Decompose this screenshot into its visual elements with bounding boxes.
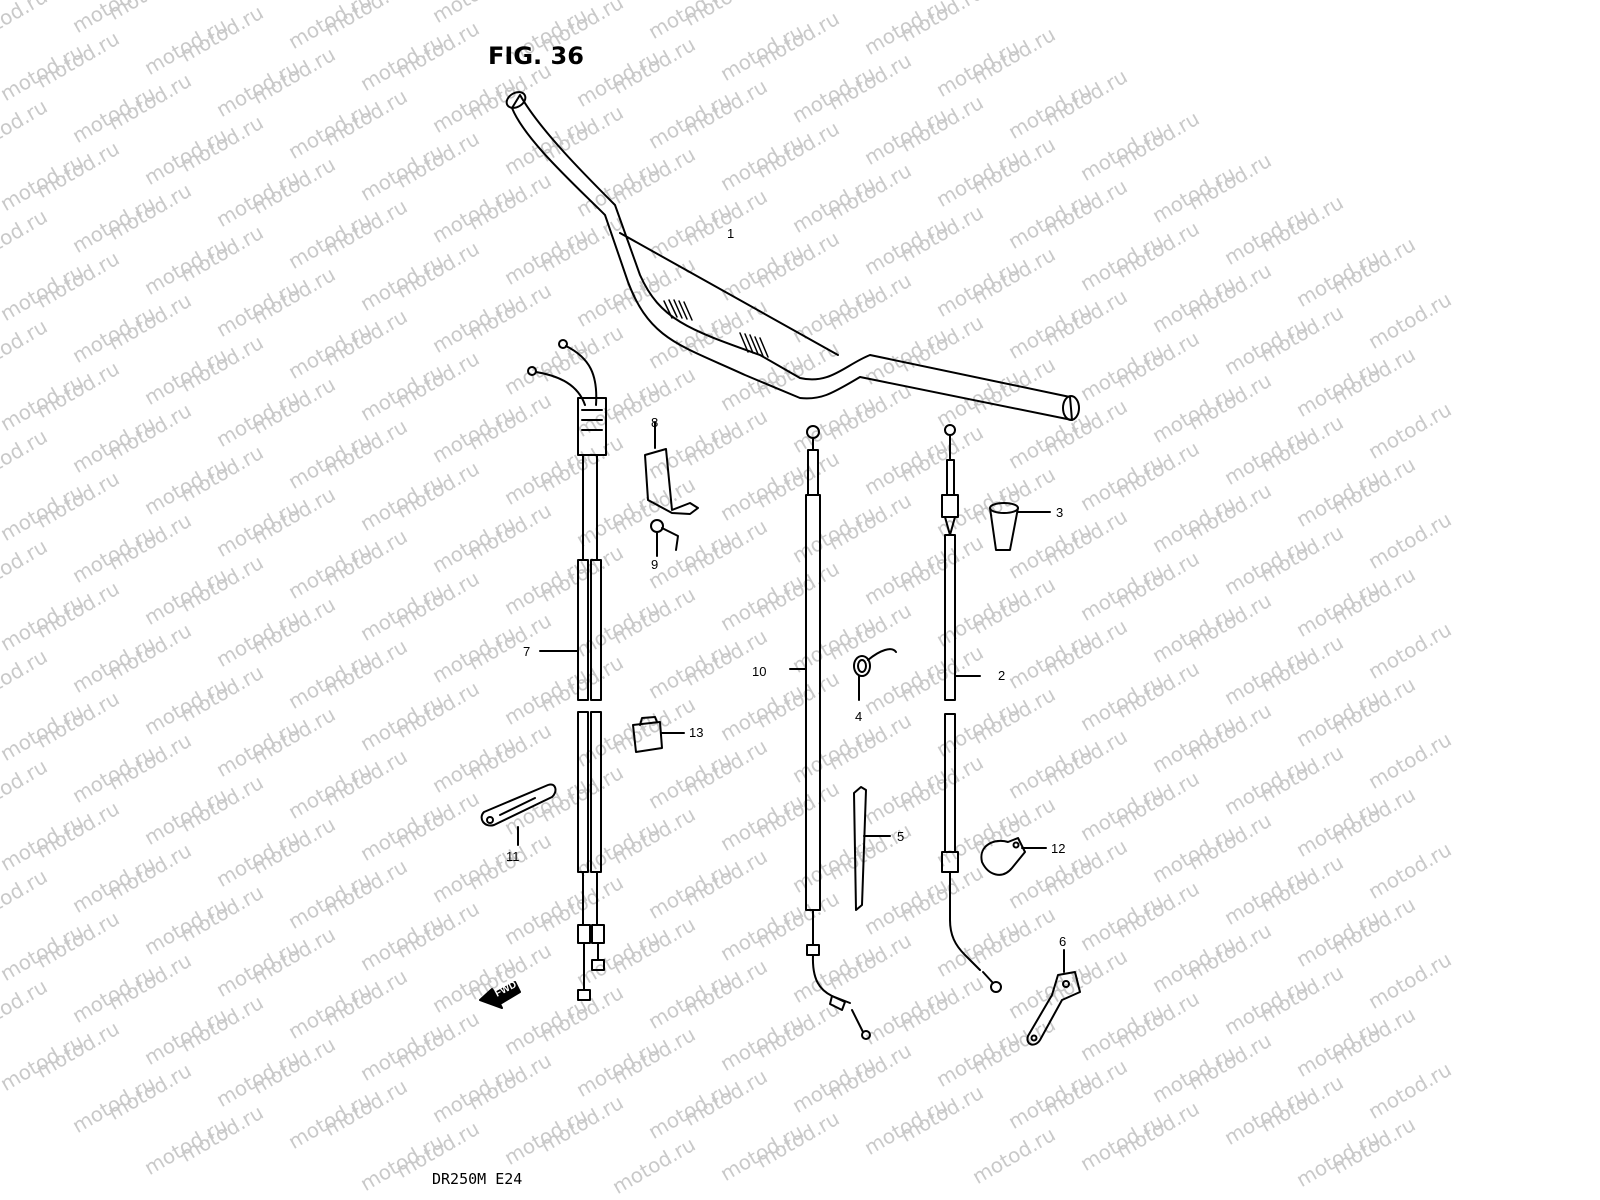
callout-10: 10 — [752, 664, 766, 679]
spring — [853, 648, 897, 701]
callout-3: 3 — [1056, 505, 1063, 520]
throttle-cable-pair — [527, 339, 607, 1001]
callout-2: 2 — [998, 668, 1005, 683]
screw — [650, 519, 679, 557]
brake-cable — [789, 425, 871, 1040]
bracket — [1026, 949, 1081, 1046]
rubber-boot — [989, 502, 1051, 551]
fwd-arrow-icon — [479, 981, 521, 1009]
clip — [632, 716, 685, 753]
wire-clamp — [644, 421, 699, 515]
cable-clamp — [980, 837, 1047, 876]
callout-7: 7 — [523, 644, 530, 659]
callout-12: 12 — [1051, 841, 1065, 856]
callout-9: 9 — [651, 557, 658, 572]
strip — [853, 786, 891, 911]
model-code: DR250M E24 — [432, 1170, 523, 1188]
callout-13: 13 — [689, 725, 703, 740]
callout-6: 6 — [1059, 934, 1066, 949]
cable-guide — [480, 783, 557, 846]
handlebar — [505, 91, 1080, 421]
figure-title: FIG. 36 — [488, 42, 584, 70]
callout-11: 11 — [506, 849, 520, 864]
callout-8: 8 — [651, 415, 658, 430]
callout-5: 5 — [897, 829, 904, 844]
clutch-cable — [941, 424, 1002, 993]
callout-4: 4 — [855, 709, 862, 724]
callout-1: 1 — [727, 226, 734, 241]
